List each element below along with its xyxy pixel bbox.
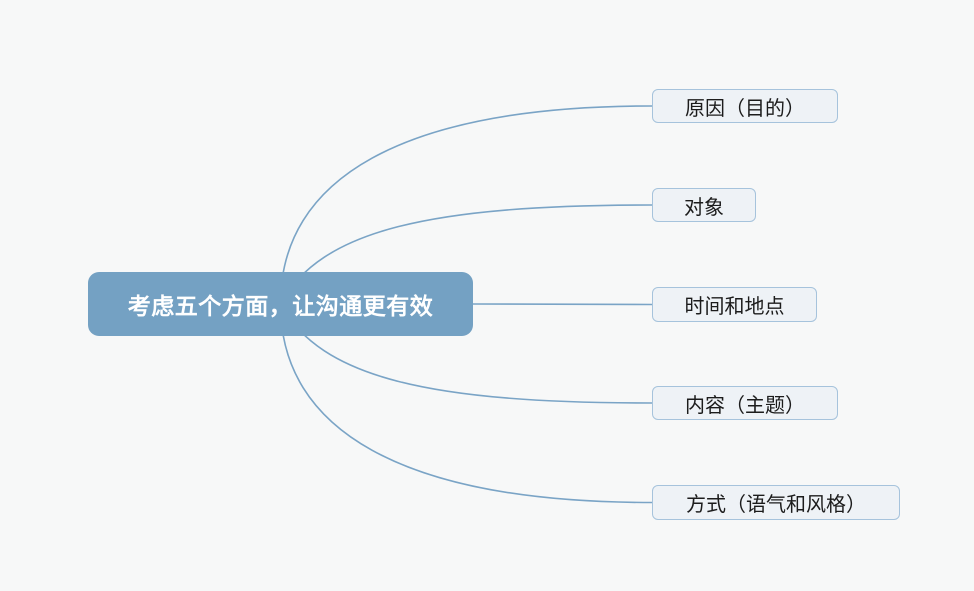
branch-topic-node[interactable]: 时间和地点 <box>652 287 817 322</box>
branch-topic-label: 时间和地点 <box>684 296 785 318</box>
branch-topic-label: 对象 <box>684 196 724 219</box>
branch-topic-node[interactable]: 对象 <box>652 188 756 222</box>
branch-topic-node[interactable]: 内容（主题） <box>652 386 838 420</box>
connector-line <box>472 303 653 306</box>
branch-topic-node[interactable]: 方式（语气和风格） <box>652 485 900 520</box>
connector-line <box>279 105 653 305</box>
branch-topic-label: 内容（主题） <box>685 394 805 417</box>
root-topic-label: 考虑五个方面，让沟通更有效 <box>127 293 434 319</box>
branch-topic-node[interactable]: 原因（目的） <box>652 89 838 123</box>
branch-topic-label: 方式（语气和风格） <box>686 494 866 516</box>
connector-line <box>279 303 653 504</box>
branch-topic-label: 原因（目的） <box>685 97 805 120</box>
root-topic-node[interactable]: 考虑五个方面，让沟通更有效 <box>88 272 473 336</box>
